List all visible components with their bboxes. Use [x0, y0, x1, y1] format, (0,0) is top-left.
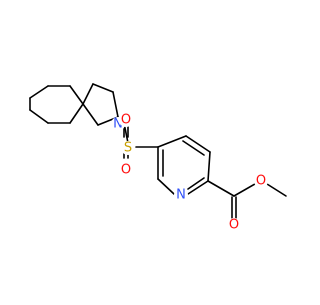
bond	[112, 91, 119, 118]
bond	[82, 83, 94, 105]
atom-labels: N S O O N O O	[111, 113, 268, 233]
atom-sulfur: S	[124, 141, 132, 156]
atom-nitrogen-pyridine: N	[176, 188, 186, 203]
bond	[157, 178, 175, 195]
bond	[207, 151, 211, 182]
bond	[266, 183, 287, 197]
bond	[29, 109, 49, 124]
bond	[207, 180, 235, 197]
structure-canvas: N S O O N O O	[29, 83, 287, 233]
bond	[185, 135, 211, 153]
bond	[157, 135, 187, 148]
bond	[92, 83, 114, 93]
bond	[69, 103, 84, 124]
molecule-diagram: N S O O N O O	[29, 83, 287, 233]
bond	[187, 180, 209, 195]
atom-oxygen-carbonyl: O	[229, 218, 239, 233]
bond	[182, 140, 205, 156]
atom-nitrogen-pyrrolidine: N	[113, 117, 123, 132]
atom-oxygen-sulfonyl-top: O	[121, 113, 131, 128]
pyridine-ring	[157, 135, 211, 195]
bond	[233, 183, 256, 197]
bond	[69, 85, 84, 105]
bond	[187, 177, 205, 190]
cyclohexane-ring	[29, 85, 84, 124]
atom-oxygen-sulfonyl-bottom: O	[121, 163, 131, 178]
atom-oxygen-ester: O	[256, 174, 266, 189]
bond	[82, 103, 99, 126]
ester-group	[207, 180, 287, 219]
bond	[29, 85, 49, 99]
